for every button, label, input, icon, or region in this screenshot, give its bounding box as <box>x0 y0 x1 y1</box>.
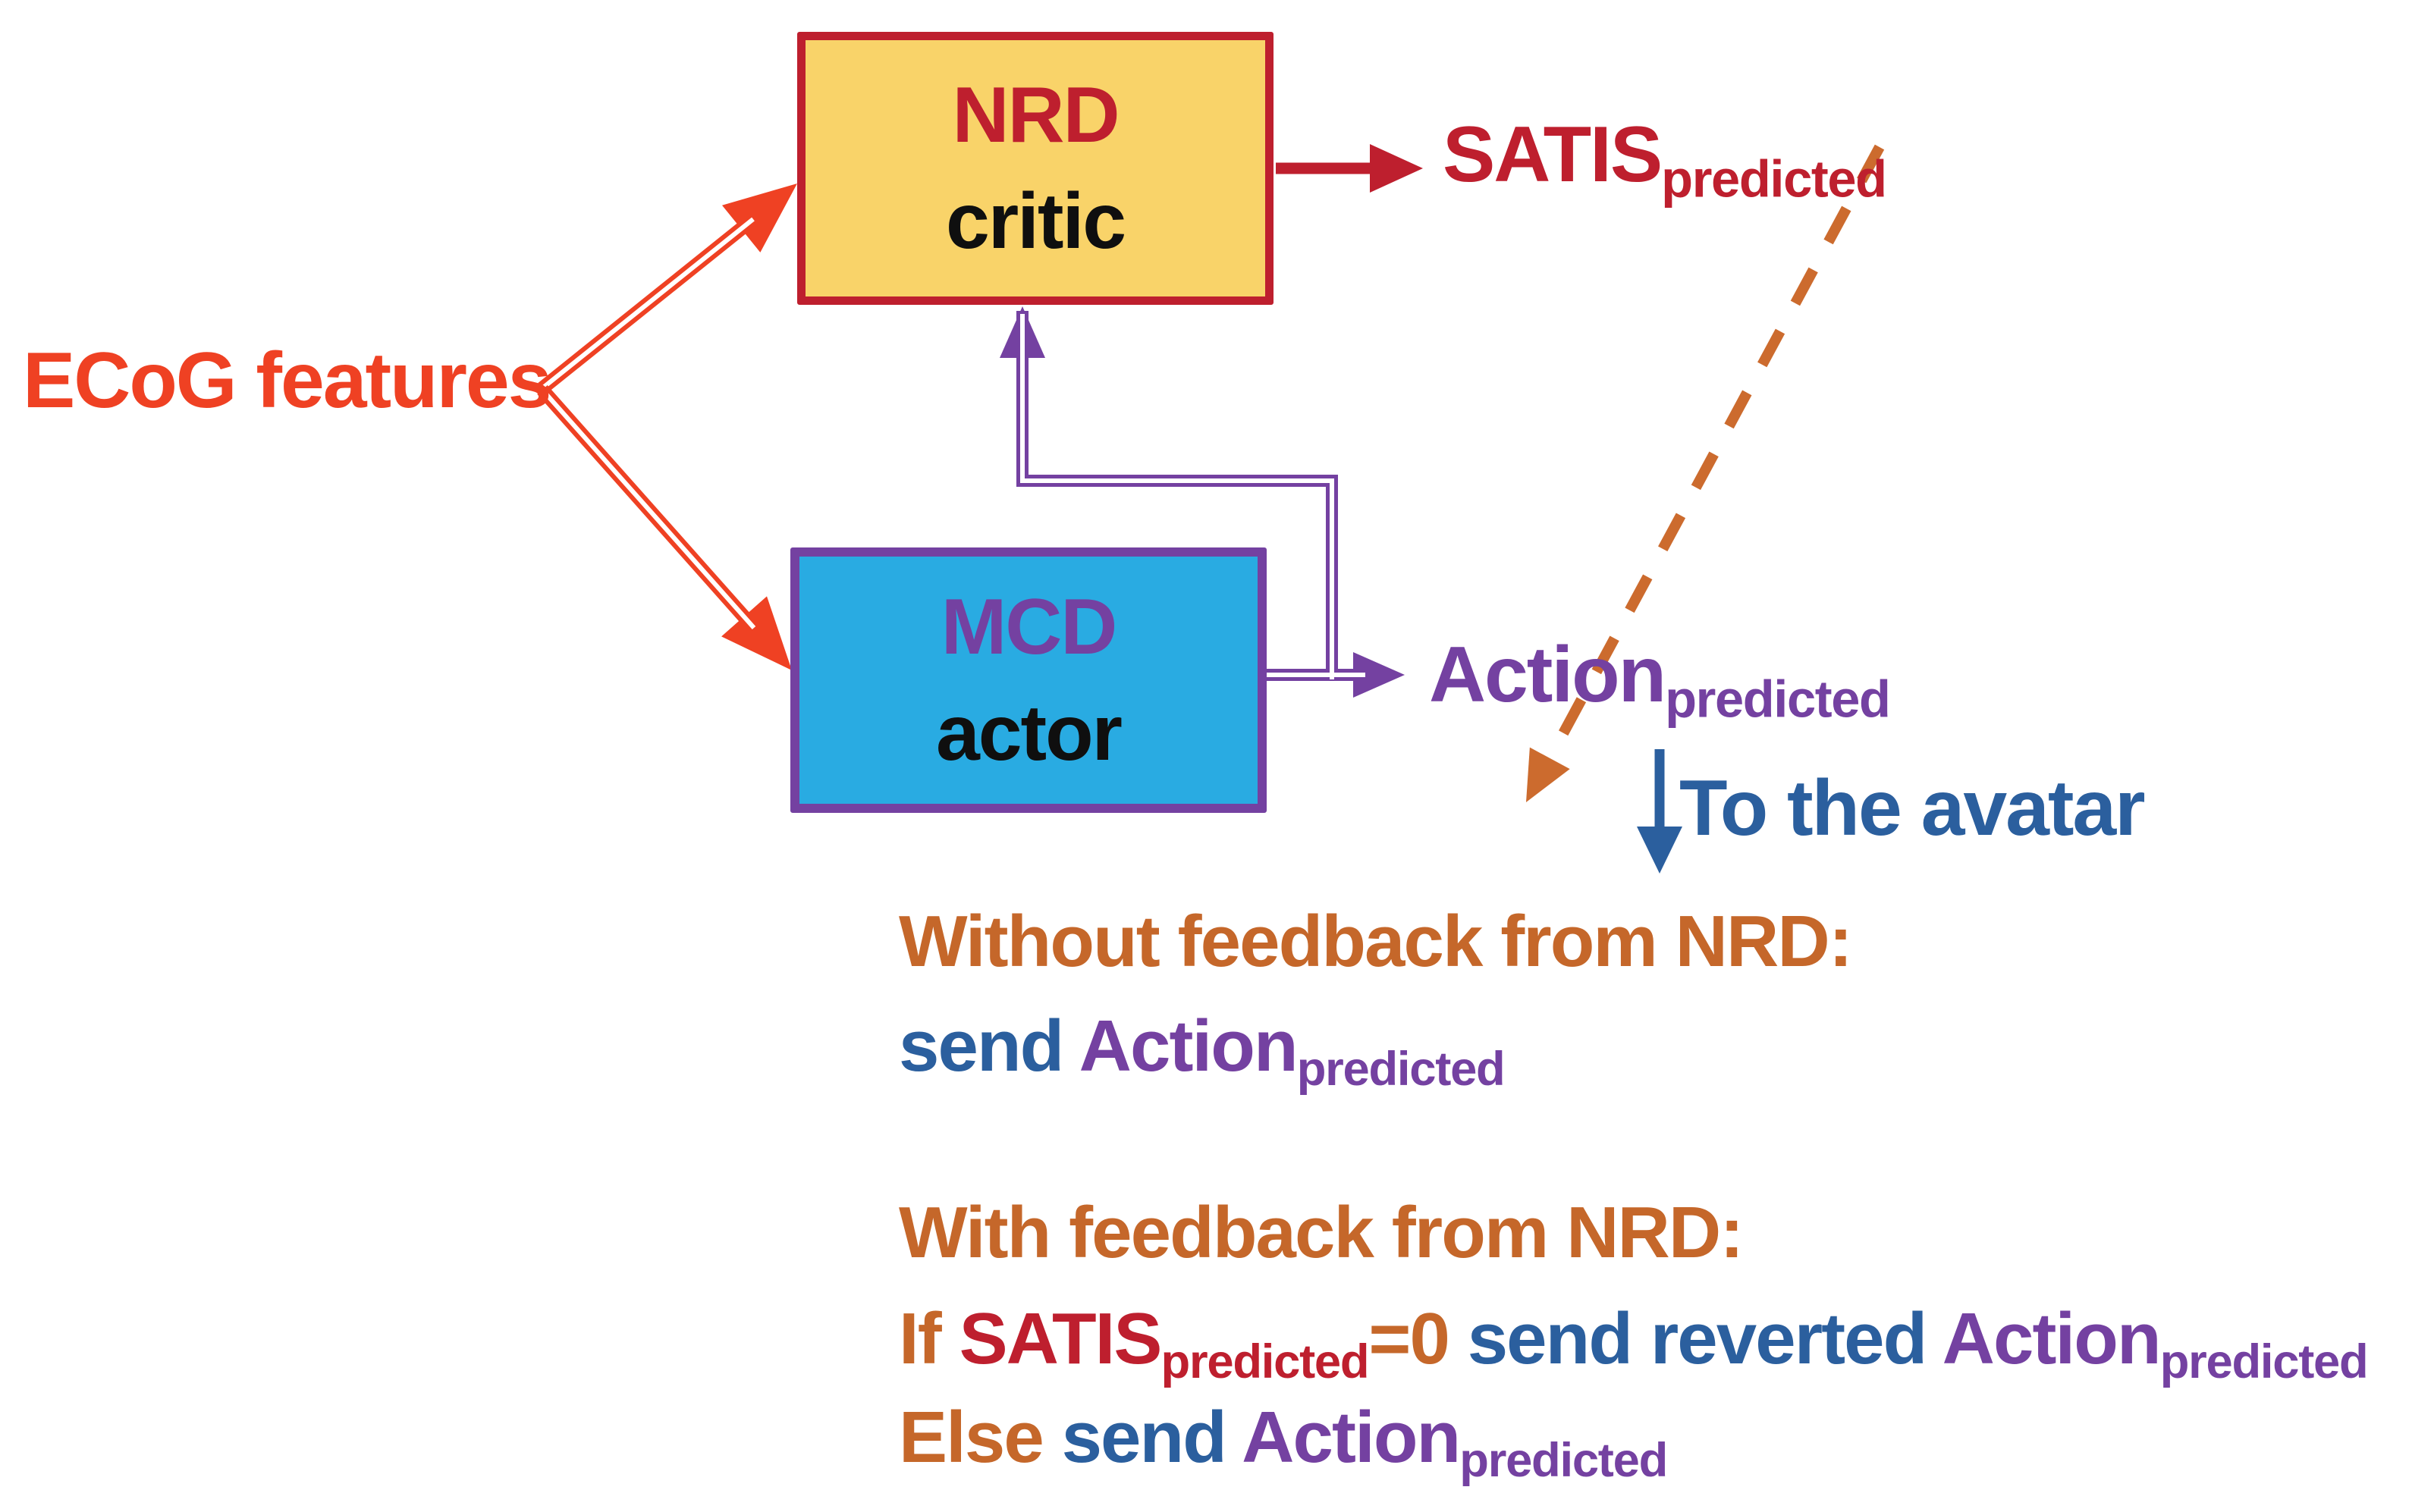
with-feedback-heading: With feedback from NRD: <box>899 1192 1744 1273</box>
mcd-actor-box: MCD actor <box>790 547 1267 813</box>
without-feedback-action-line: send Actionpredicted <box>899 1008 1506 1096</box>
ecog-features-label: ECoG features <box>23 337 551 425</box>
action-word-subscript: predicted <box>1296 1043 1506 1096</box>
mcd-box-subtitle: actor <box>936 689 1123 777</box>
action-word: Action <box>1942 1298 2162 1379</box>
action-word: Action <box>1242 1397 1461 1478</box>
action-subscript: predicted <box>1665 670 1891 729</box>
action-base: Action <box>1429 631 1666 719</box>
satis-base: SATIS <box>1443 111 1663 199</box>
else-rule-line: Else send Actionpredicted <box>899 1397 1668 1487</box>
action-word-subscript: predicted <box>2159 1335 2369 1388</box>
without-feedback-heading: Without feedback from NRD: <box>899 901 1853 982</box>
action-word-subscript: predicted <box>1459 1434 1668 1487</box>
to-the-avatar-label: To the avatar <box>1679 764 2146 852</box>
send-word: send <box>899 1005 1079 1087</box>
satis-feedback-dashed-arrow <box>1526 144 1885 802</box>
ecog-to-mcd-arrow <box>537 385 792 670</box>
mcd-output-route <box>1000 306 1405 698</box>
else-word: Else <box>899 1397 1062 1478</box>
nrd-critic-box: NRD critic <box>797 32 1274 305</box>
action-word: Action <box>1079 1005 1299 1087</box>
satis-predicted-label: SATISpredicted <box>1443 111 1887 209</box>
send-reverted-words: send reverted <box>1448 1298 1942 1379</box>
nrd-box-subtitle: critic <box>945 177 1126 265</box>
nrd-to-satis-arrow <box>1276 144 1423 193</box>
if-word: If <box>899 1298 959 1379</box>
if-satis-rule-line: If SATISpredicted=0 send reverted Action… <box>899 1298 2369 1388</box>
action-predicted-label: Actionpredicted <box>1429 631 1891 729</box>
action-to-avatar-arrow <box>1637 749 1682 874</box>
mcd-box-title: MCD <box>941 582 1118 671</box>
satis-word-subscript: predicted <box>1160 1335 1370 1388</box>
ecog-to-nrd-arrow <box>538 184 797 394</box>
action-arrowhead <box>1353 652 1405 698</box>
satis-subscript: predicted <box>1661 149 1887 209</box>
satis-word: SATIS <box>959 1298 1163 1379</box>
nrd-box-title: NRD <box>952 71 1120 159</box>
equals-zero: =0 <box>1368 1298 1450 1379</box>
send-word: send <box>1061 1397 1242 1478</box>
